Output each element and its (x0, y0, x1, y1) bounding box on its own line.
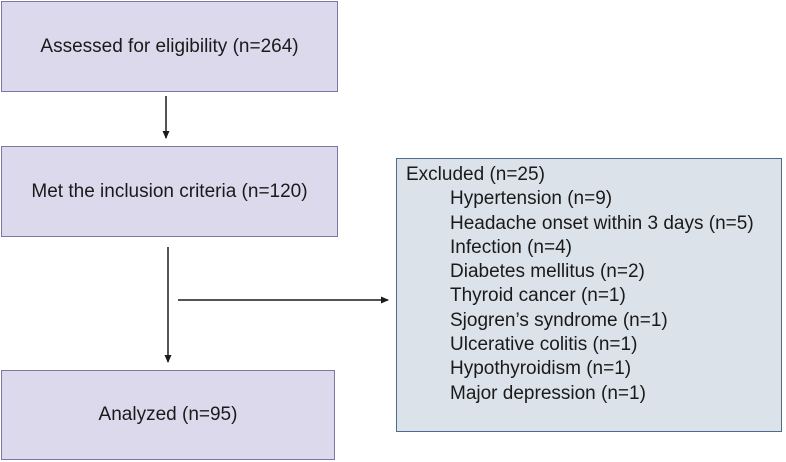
exclusion-reason: Hypertension (n=9) (450, 188, 613, 210)
exclusion-reason: Thyroid cancer (n=1) (450, 285, 626, 307)
exclusion-reason: Headache onset within 3 days (n=5) (450, 212, 754, 234)
assessed-box: Assessed for eligibility (n=264) (1, 1, 338, 92)
assessed-label: Assessed for eligibility (n=264) (40, 35, 299, 57)
inclusion-label: Met the inclusion criteria (n=120) (31, 180, 308, 202)
analyzed-label: Analyzed (n=95) (98, 404, 238, 425)
excluded-title: Excluded (n=25) (406, 164, 545, 185)
exclusion-reason: Diabetes mellitus (n=2) (450, 261, 645, 283)
exclusion-reason: Ulcerative colitis (n=1) (450, 334, 638, 356)
excluded-box: Excluded (n=25) Hypertension (n=9) Heada… (396, 158, 782, 432)
analyzed-box: Analyzed (n=95) (1, 370, 335, 460)
exclusion-reason: Infection (n=4) (450, 236, 572, 258)
inclusion-box: Met the inclusion criteria (n=120) (1, 146, 338, 237)
exclusion-reason: Major depression (n=1) (450, 382, 646, 404)
exclusion-reason-list: Hypertension (n=9) Headache onset within… (406, 187, 781, 406)
exclusion-reason: Sjogren’s syndrome (n=1) (450, 309, 668, 331)
exclusion-reason: Hypothyroidism (n=1) (450, 358, 632, 380)
